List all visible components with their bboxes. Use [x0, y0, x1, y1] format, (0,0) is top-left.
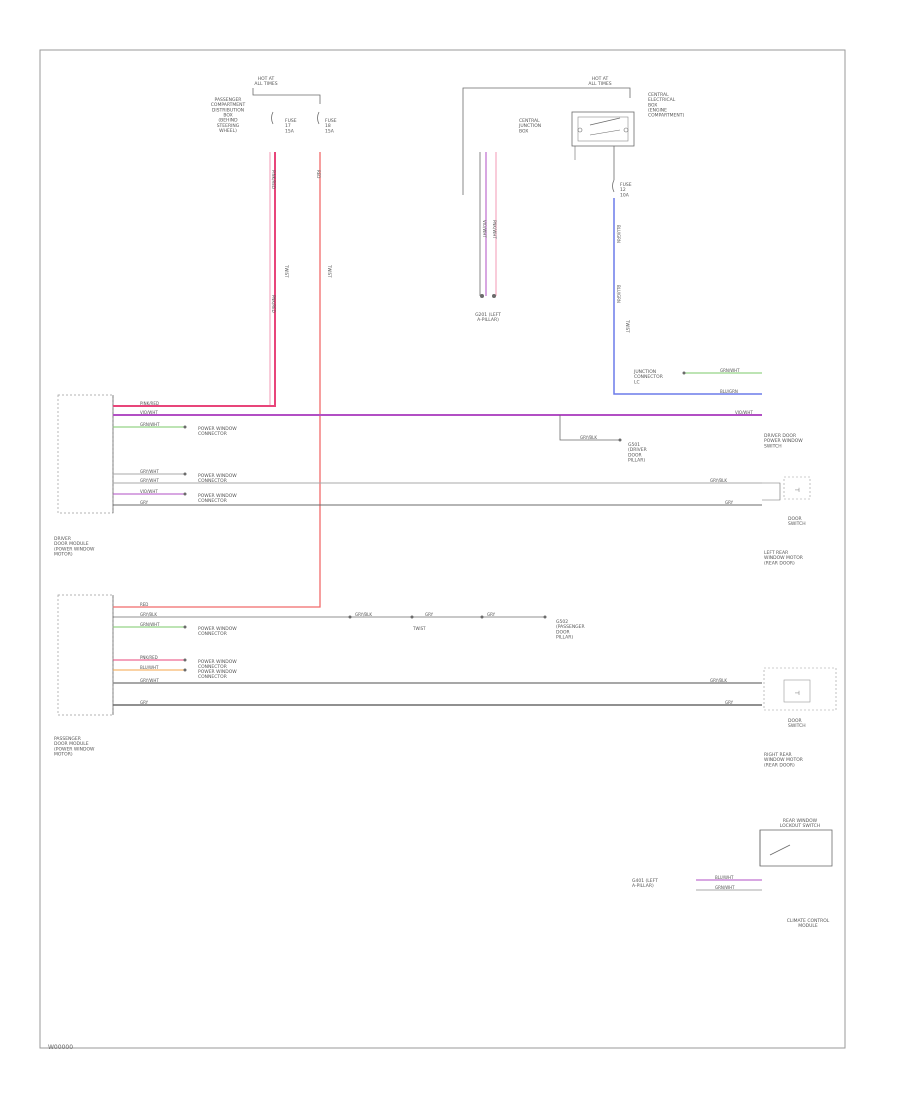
wire-color-w18: VIO/WHT: [735, 410, 753, 415]
wire-color-w14: BLU/GRN: [616, 285, 621, 303]
relay-box: [571, 111, 635, 147]
fuse-18-wire: RED TWIST: [316, 152, 332, 605]
fuse-17-wire: PINK/RED TWIST PNK/RED: [269, 152, 289, 405]
wire-color-w10b: PNK/RED: [140, 655, 158, 660]
wire-color-w26: BLU/WHT: [715, 875, 734, 880]
diagram-frame: [39, 49, 846, 1049]
diagram-footer-code: W00000: [48, 1044, 74, 1051]
wire-color-w21: GRY/BLK: [140, 612, 157, 617]
wire-color-w13: GRY: [725, 500, 734, 505]
switch-icon-1: ⊣: [794, 487, 799, 494]
wire-color-w25: GRN/WHT: [715, 885, 735, 890]
wire-color-w12b: GRY/BLK: [710, 678, 727, 683]
wire-twist-label-2: TWIST: [327, 264, 332, 278]
wire-color-w16: GRN/WHT: [720, 368, 740, 373]
wire-color-w7: RED: [316, 170, 321, 178]
wire-color-w1: PINK/RED: [271, 170, 276, 189]
splice-label: TWIST: [412, 626, 426, 631]
wire-color-w15: BLU/GRN: [720, 389, 738, 394]
blue-power-wire: BLU/GRN BLU/GRN TWIST BLU/GRN: [613, 198, 762, 395]
wire-color-w22: GRY: [487, 612, 496, 617]
wire-color-w9: GRN/WHT: [140, 622, 160, 627]
passenger-wires: RED GRY/BLK GRY/BLK GRY TWIST GRY G502(P…: [113, 602, 762, 706]
wire-color-w4: GRY/WHT: [140, 469, 159, 474]
wire-color-w7b: RED: [140, 602, 148, 607]
wire-color-w12: GRY/BLK: [710, 478, 727, 483]
wire-color-w23: PNK/WHT: [492, 220, 497, 239]
wire-color-w5: VIO/WHT: [140, 410, 158, 415]
wire-color-w2: VIO/WHT: [482, 220, 487, 238]
wire-color-w6b: GRY: [140, 700, 149, 705]
wire-twist-label-3: TWIST: [625, 319, 630, 333]
wire-color-w13b: GRY: [725, 700, 734, 705]
driver-wires: PINK/RED VIO/WHT VIO/WHT GRN/WHT POWER W…: [113, 401, 762, 506]
wire-color-w8: BLU/GRN: [616, 225, 621, 243]
switch-icon-2: ⊣: [794, 690, 799, 697]
wire-color-w17: BLU/WHT: [140, 665, 159, 670]
wire-color-w10: PNK/RED: [271, 295, 276, 313]
driver-module-box: [57, 394, 114, 514]
wire-color-w11: GRY/WHT: [140, 478, 159, 483]
wire-color-w24: GRY/BLK: [355, 612, 372, 617]
wire-twist-label-1: TWIST: [284, 264, 289, 278]
passenger-module-box: [57, 594, 114, 716]
wire-color-w6: GRY: [140, 500, 149, 505]
wire-color-w19: GRY/BLK: [580, 435, 597, 440]
wire-color-w3: GRN/WHT: [140, 422, 160, 427]
wire-color-w11b: GRY/WHT: [140, 678, 159, 683]
wire-color-w1b: PINK/RED: [140, 401, 159, 406]
wire-color-w20: GRY: [425, 612, 434, 617]
wire-color-w27: VIO/WHT: [140, 489, 158, 494]
